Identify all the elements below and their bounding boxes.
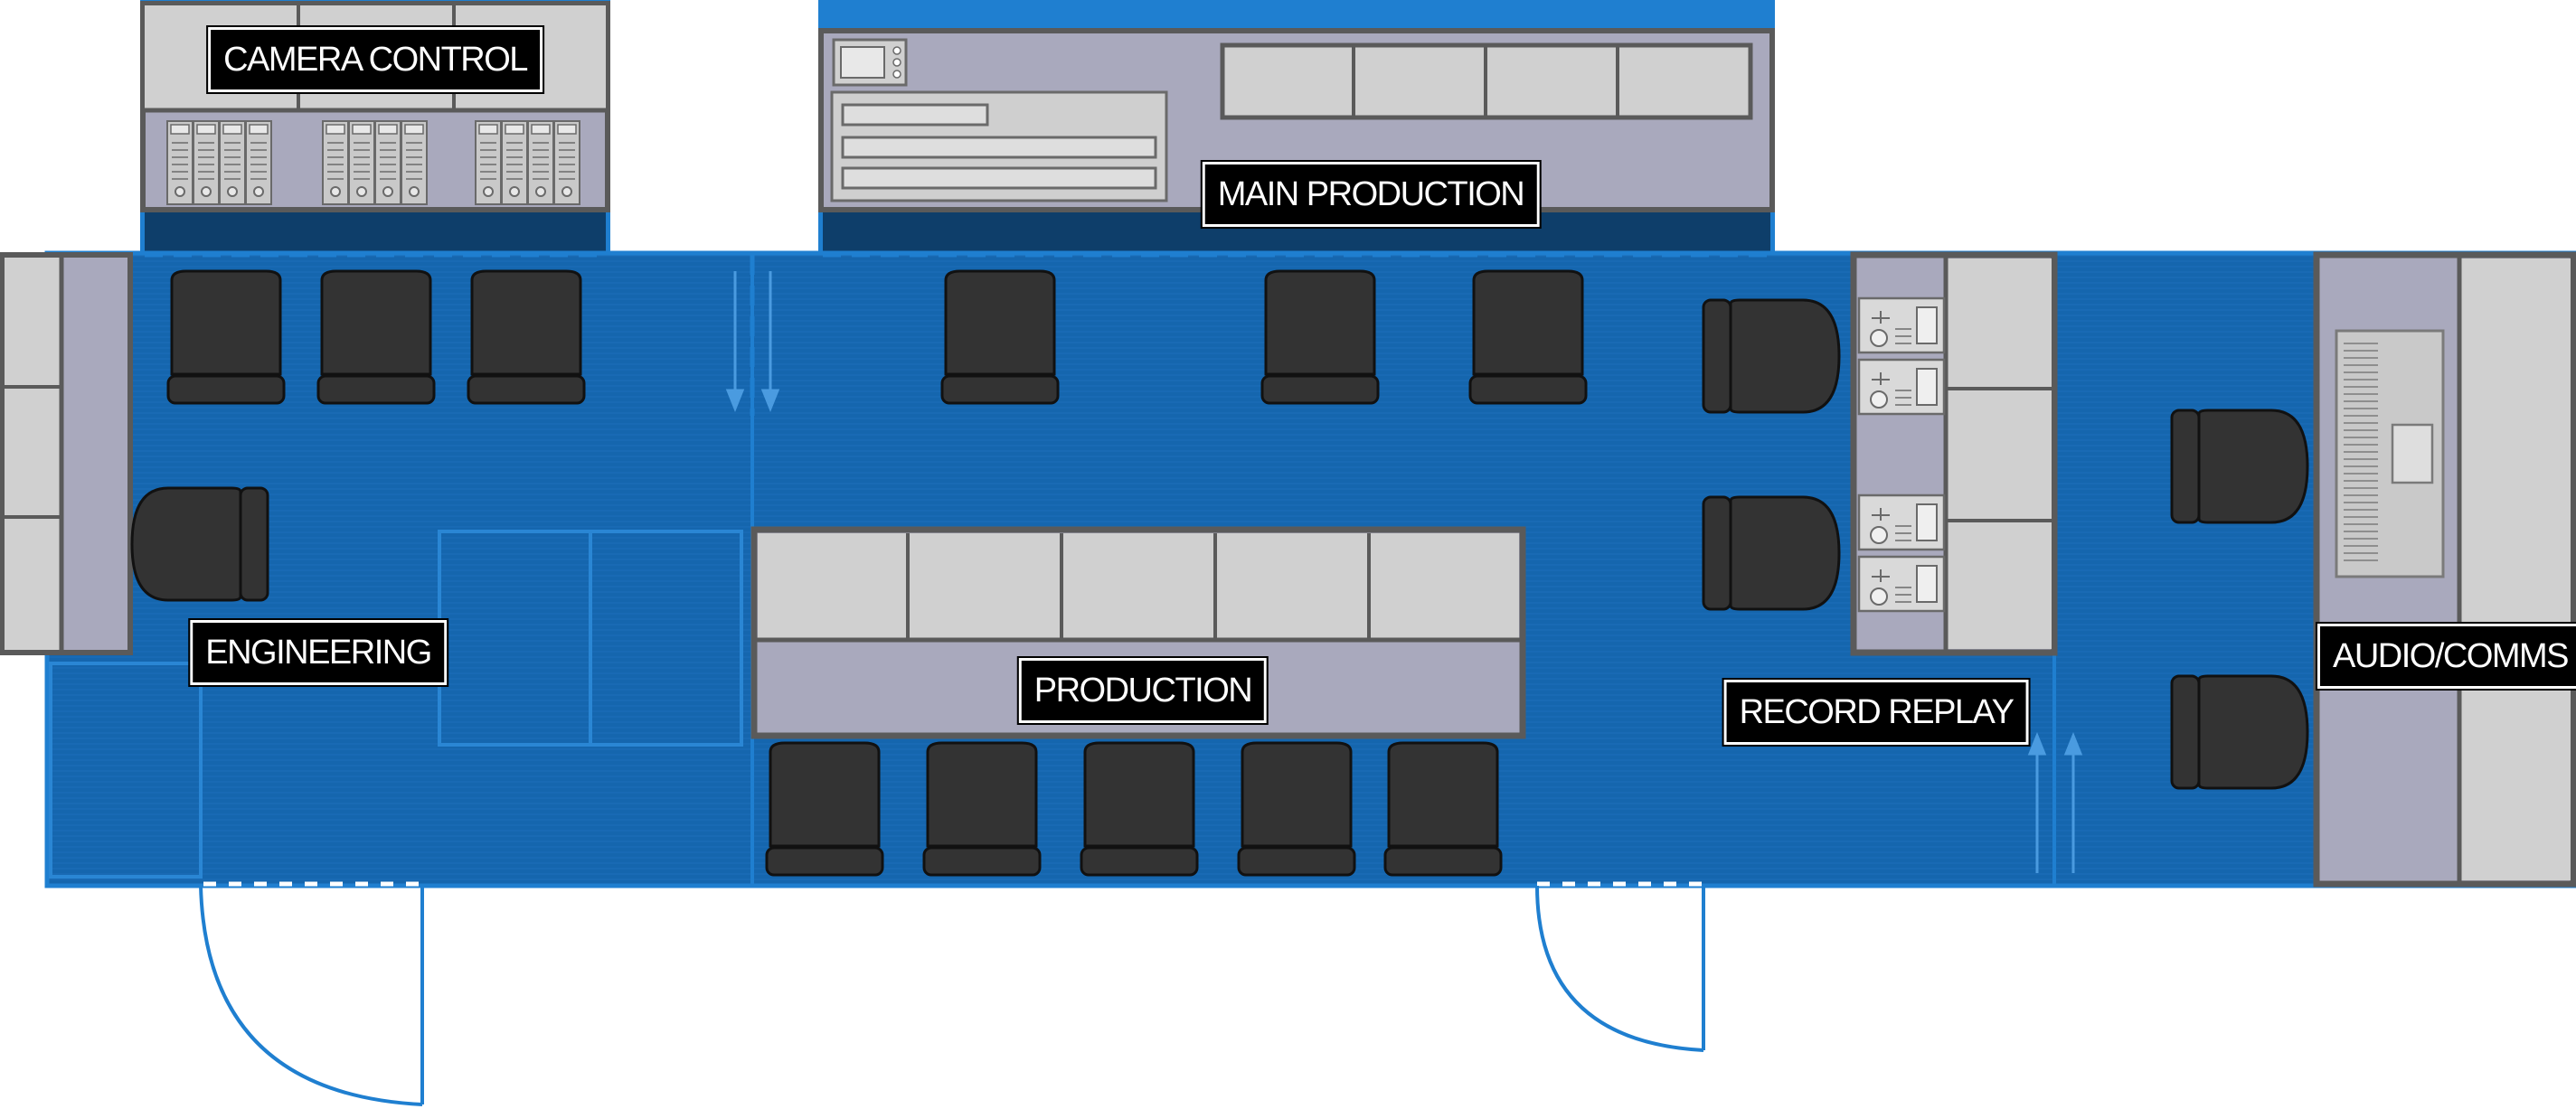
chair	[1468, 269, 1588, 405]
chair	[1383, 741, 1503, 877]
main-production-label: MAIN PRODUCTION	[1200, 160, 1542, 229]
chair	[316, 269, 436, 405]
engineering-rack	[0, 252, 133, 655]
ccu-panel-group-1	[166, 120, 272, 205]
replay-deck	[1857, 555, 1946, 613]
replay-deck	[1857, 358, 1946, 416]
audio-comms-label: AUDIO/COMMS	[2315, 622, 2576, 691]
chair	[922, 741, 1042, 877]
audio-mixing-console	[2335, 329, 2445, 578]
production-label: PRODUCTION	[1016, 656, 1269, 725]
chair	[1260, 269, 1380, 405]
replay-deck	[1857, 296, 1946, 354]
chair	[1237, 741, 1356, 877]
chair	[130, 486, 269, 602]
flow-arrows-right	[2027, 731, 2083, 873]
camera-control-label: CAMERA CONTROL	[206, 25, 544, 94]
engineering-floor-panel	[49, 662, 203, 879]
flow-arrows-left	[725, 271, 780, 413]
replay-deck	[1857, 493, 1946, 551]
chair	[467, 269, 586, 405]
chair	[1702, 495, 1841, 611]
chairs-camera-control	[166, 269, 586, 405]
ccu-panel-group-3	[475, 120, 580, 205]
audio-comms-desk	[2313, 251, 2576, 888]
record-replay-desk	[1850, 251, 2058, 656]
ccu-panel-group-2	[322, 120, 428, 205]
chair	[765, 741, 884, 877]
chair	[1702, 298, 1841, 414]
record-replay-label: RECORD REPLAY	[1722, 678, 2031, 747]
door-left[interactable]	[199, 885, 424, 1106]
chair	[2170, 674, 2309, 790]
chair-engineering	[130, 486, 269, 602]
chair	[2170, 409, 2309, 524]
chair	[166, 269, 286, 405]
chair	[1080, 741, 1199, 877]
chairs-production	[765, 741, 1503, 877]
chair	[940, 269, 1060, 405]
engineering-label: ENGINEERING	[188, 618, 448, 687]
door-right[interactable]	[1535, 885, 1705, 1052]
